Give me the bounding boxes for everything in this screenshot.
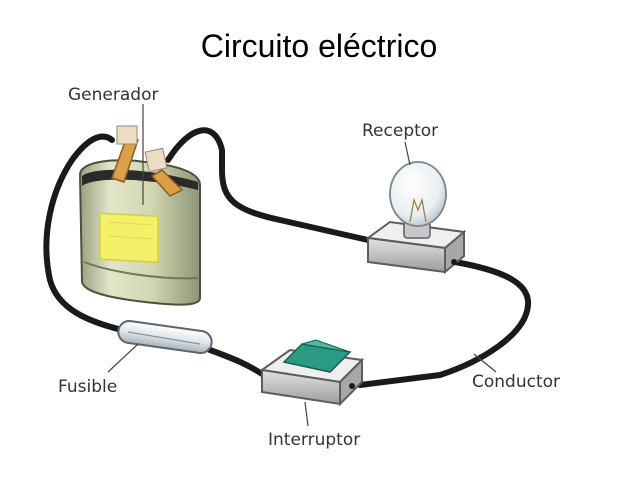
leader-lines [107, 104, 497, 427]
label-switch: Interruptor [268, 430, 360, 450]
diagram-title: Circuito eléctrico [200, 28, 438, 64]
label-fuse: Fusible [58, 377, 117, 397]
label-receiver: Receptor [362, 121, 438, 141]
wire-receptor-switch [357, 259, 532, 388]
fuse [117, 319, 213, 355]
label-generator: Generador [68, 85, 158, 105]
wire-generator-receptor [165, 127, 371, 243]
label-conductor: Conductor [472, 372, 560, 392]
generator [78, 125, 201, 306]
wire-switch-fuse [207, 347, 271, 381]
wire-fuse-generator [43, 133, 125, 333]
receptor [365, 161, 467, 275]
switch [259, 339, 365, 407]
